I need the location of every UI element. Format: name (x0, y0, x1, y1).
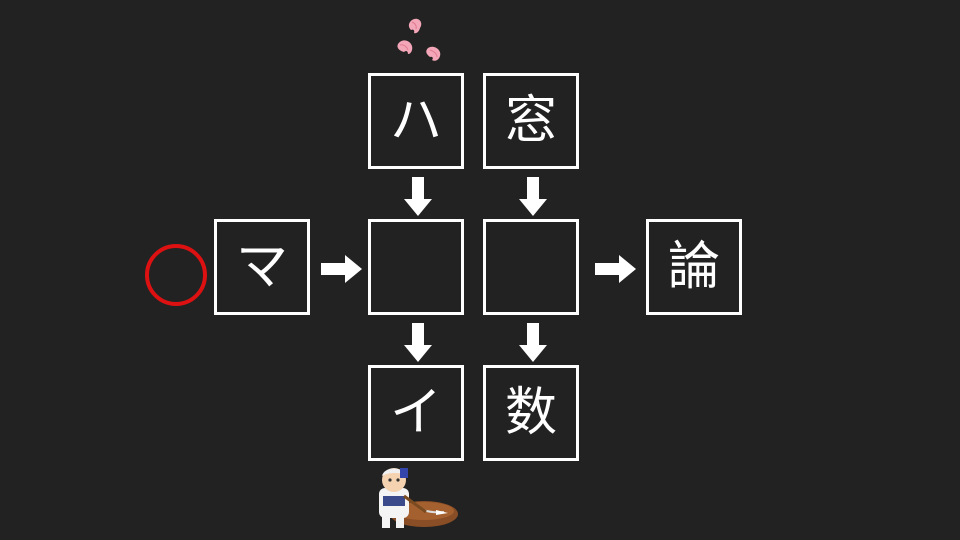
cell-top-left: ハ (368, 73, 464, 169)
arrow-down-icon (404, 177, 432, 216)
cell-center-right-answer[interactable] (483, 219, 579, 315)
cell-top-right-char: 窓 (504, 91, 557, 151)
cell-right: 論 (646, 219, 742, 315)
red-circle-marker-icon (145, 244, 207, 306)
cell-top-right: 窓 (483, 73, 579, 169)
cherry-blossom-petals-icon (397, 18, 441, 61)
cell-right-char: 論 (667, 237, 720, 297)
character-with-broom-icon (379, 468, 458, 528)
arrow-down-icon (404, 323, 432, 362)
cell-left: マ (214, 219, 310, 315)
cell-bottom-left: イ (368, 365, 464, 461)
cell-top-left-char: ハ (389, 91, 442, 151)
cell-bottom-right-char: 数 (504, 383, 557, 443)
cell-center-left-answer[interactable] (368, 219, 464, 315)
cell-bottom-right: 数 (483, 365, 579, 461)
arrow-down-icon (519, 177, 547, 216)
arrow-down-icon (519, 323, 547, 362)
cell-bottom-left-char: イ (389, 383, 442, 443)
arrow-right-icon (595, 255, 636, 283)
arrow-right-icon (321, 255, 362, 283)
cell-left-char: マ (235, 237, 288, 297)
